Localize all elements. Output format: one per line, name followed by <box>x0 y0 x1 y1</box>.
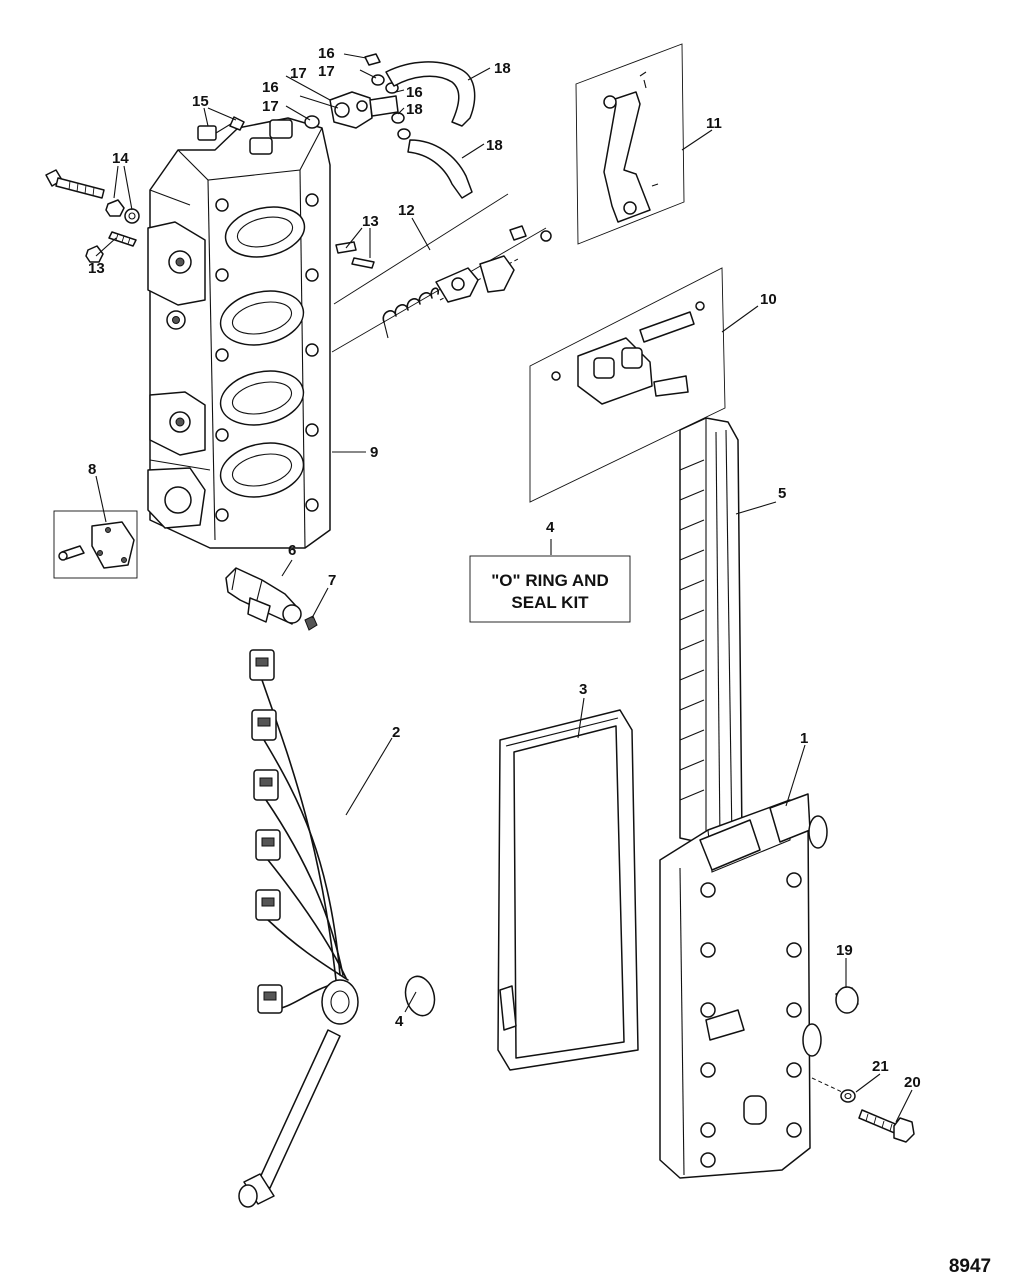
callout-labels: 1 2 3 4 4 5 6 7 8 9 10 11 12 13 13 14 15… <box>88 45 921 1091</box>
grommet-19 <box>835 986 859 1014</box>
callout-8: 8 <box>88 461 96 478</box>
linkage-assembly-12 <box>331 193 552 353</box>
cover-1 <box>659 793 828 1179</box>
callout-16-right: 16 <box>406 84 423 101</box>
callout-18-small: 18 <box>406 101 423 118</box>
callout-16-top: 16 <box>318 45 335 62</box>
figure-number: 8947 <box>949 1256 991 1277</box>
callout-17-mid: 17 <box>290 65 307 82</box>
callout-17-top: 17 <box>318 63 335 80</box>
callout-10: 10 <box>760 291 777 308</box>
callout-19: 19 <box>836 942 853 959</box>
kit-label-line-2: SEAL KIT <box>511 593 589 612</box>
temperature-sensor-15 <box>197 116 245 141</box>
callout-13-left: 13 <box>88 260 105 277</box>
callout-21: 21 <box>872 1058 889 1075</box>
callout-12: 12 <box>398 202 415 219</box>
callout-4-kit: 4 <box>546 519 555 536</box>
callout-6: 6 <box>288 542 296 559</box>
seal-kit-label: "O" RING AND SEAL KIT <box>469 555 631 623</box>
callout-20: 20 <box>904 1074 921 1091</box>
callout-14: 14 <box>112 150 129 167</box>
leader-lines <box>95 53 913 1123</box>
callout-18-lower: 18 <box>486 137 503 154</box>
cover-plate-inset <box>53 510 138 579</box>
callout-16-left: 16 <box>262 79 279 96</box>
callout-4-grommet: 4 <box>395 1013 404 1030</box>
gasket-3 <box>497 709 639 1071</box>
callout-17-left: 17 <box>262 98 279 115</box>
callout-9: 9 <box>370 444 378 461</box>
kit-label-line-1: "O" RING AND <box>491 571 609 590</box>
callout-1: 1 <box>800 730 808 747</box>
intake-manifold-housing <box>147 117 331 549</box>
check-valve-10 <box>529 267 726 503</box>
bolt-nut-washer-14 <box>45 169 140 224</box>
callout-18-upper: 18 <box>494 60 511 77</box>
callout-13-right: 13 <box>362 213 379 230</box>
sensor-assembly <box>225 567 318 631</box>
callout-5: 5 <box>778 485 786 502</box>
callout-7: 7 <box>328 572 336 589</box>
wiring-harness-2 <box>238 649 436 1208</box>
callout-15: 15 <box>192 93 209 110</box>
link-rod-11 <box>575 43 685 245</box>
washer-21 <box>840 1089 856 1103</box>
bolt-20 <box>858 1109 915 1143</box>
callout-3: 3 <box>579 681 587 698</box>
callout-11: 11 <box>706 115 722 132</box>
reed-block-5 <box>679 417 743 847</box>
callout-2: 2 <box>392 724 400 741</box>
stud-nut-13-left <box>85 231 137 263</box>
